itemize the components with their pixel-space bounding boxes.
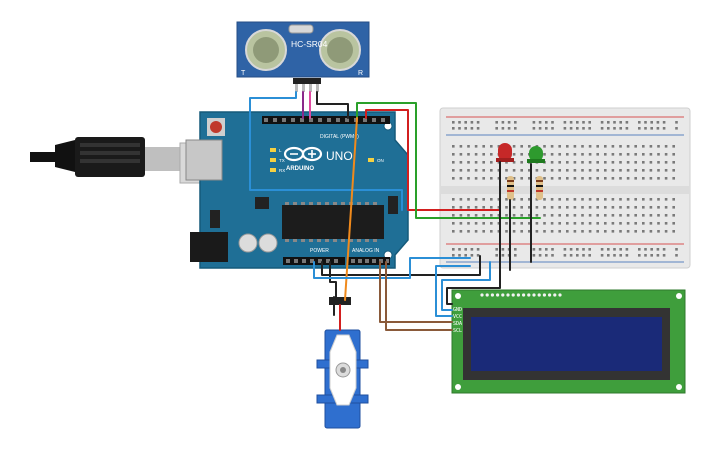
reset-button bbox=[210, 121, 222, 133]
hc-sr04-sensor: HC-SR04 T R bbox=[236, 21, 370, 92]
board-model-label: UNO bbox=[326, 149, 353, 163]
sensor-r-mark: R bbox=[358, 70, 363, 77]
resistor-2 bbox=[536, 176, 543, 200]
tx-label: TX bbox=[279, 158, 285, 163]
lcd-pin-sda: SDA bbox=[453, 321, 462, 327]
resistor-1 bbox=[507, 176, 514, 200]
on-label: ON bbox=[377, 158, 384, 163]
atmega-chip bbox=[282, 205, 384, 239]
digital-header bbox=[262, 116, 390, 124]
usb-jack bbox=[185, 139, 223, 181]
rx-label: RX bbox=[279, 168, 285, 173]
sensor-model-label: HC-SR04 bbox=[291, 39, 328, 49]
red-led bbox=[496, 143, 514, 162]
usb-cable bbox=[30, 137, 211, 184]
power-label: POWER bbox=[310, 248, 329, 254]
wires bbox=[249, 91, 541, 331]
lcd-display: GND VCC SDA SCL bbox=[451, 289, 686, 394]
analog-label: ANALOG IN bbox=[352, 248, 380, 254]
board-brand-label: ARDUINO bbox=[286, 166, 314, 172]
arduino-logo-icon bbox=[283, 146, 323, 162]
breadboard-holes bbox=[452, 121, 678, 257]
digital-label: DIGITAL (PWM~) bbox=[320, 134, 359, 140]
sensor-t-mark: T bbox=[241, 70, 246, 77]
green-led bbox=[527, 146, 545, 163]
lcd-pin-gnd: GND bbox=[453, 307, 462, 313]
lcd-pin-vcc: VCC bbox=[453, 314, 462, 320]
l-label: L bbox=[279, 148, 282, 153]
servo-motor bbox=[316, 297, 369, 429]
lcd-pin-scl: SCL bbox=[453, 328, 462, 334]
breadboard bbox=[439, 107, 691, 269]
power-jack bbox=[190, 232, 228, 262]
